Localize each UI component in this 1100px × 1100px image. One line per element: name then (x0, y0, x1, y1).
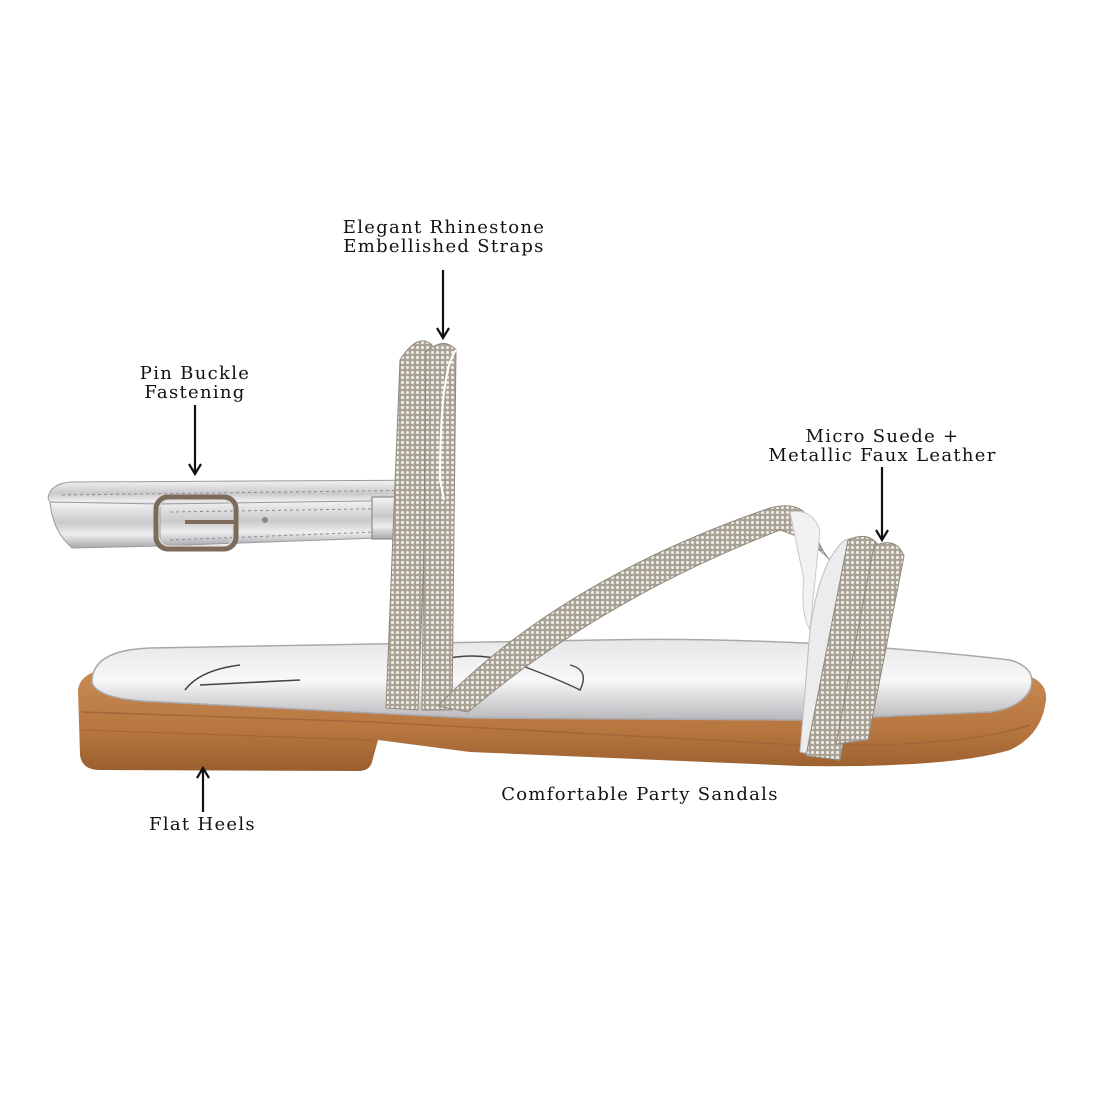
pin-buckle (153, 494, 268, 552)
material-down-arrow (875, 467, 889, 543)
annotation-heels-line1: Flat Heels (149, 814, 256, 835)
annotation-straps-line2: Embellished Straps (343, 236, 545, 257)
annotation-material: Micro Suede + Metallic Faux Leather (755, 427, 1010, 465)
annotation-arrows (188, 270, 889, 812)
annotation-straps: Elegant Rhinestone Embellished Straps (330, 218, 558, 256)
straps-down-arrow (436, 270, 450, 341)
rhinestone-toe-straps (799, 535, 905, 761)
product-caption-text: Comfortable Party Sandals (501, 784, 779, 805)
insole (91, 638, 1033, 721)
annotation-material-line2: Metallic Faux Leather (768, 445, 997, 466)
annotation-buckle-line2: Fastening (144, 382, 246, 403)
annotation-buckle-line1: Pin Buckle (139, 363, 251, 384)
annotation-material-line1: Micro Suede + (805, 426, 960, 447)
annotation-straps-line1: Elegant Rhinestone (342, 217, 546, 238)
rhinestone-ankle-straps (385, 340, 457, 711)
annotation-buckle: Pin Buckle Fastening (125, 364, 265, 402)
ankle-strap (47, 479, 443, 549)
heels-up-arrow (196, 765, 210, 812)
annotation-heels: Flat Heels (135, 815, 270, 834)
buckle-down-arrow (188, 405, 202, 477)
product-caption: Comfortable Party Sandals (480, 785, 800, 804)
rhinestone-diagonal-strap (437, 505, 831, 713)
